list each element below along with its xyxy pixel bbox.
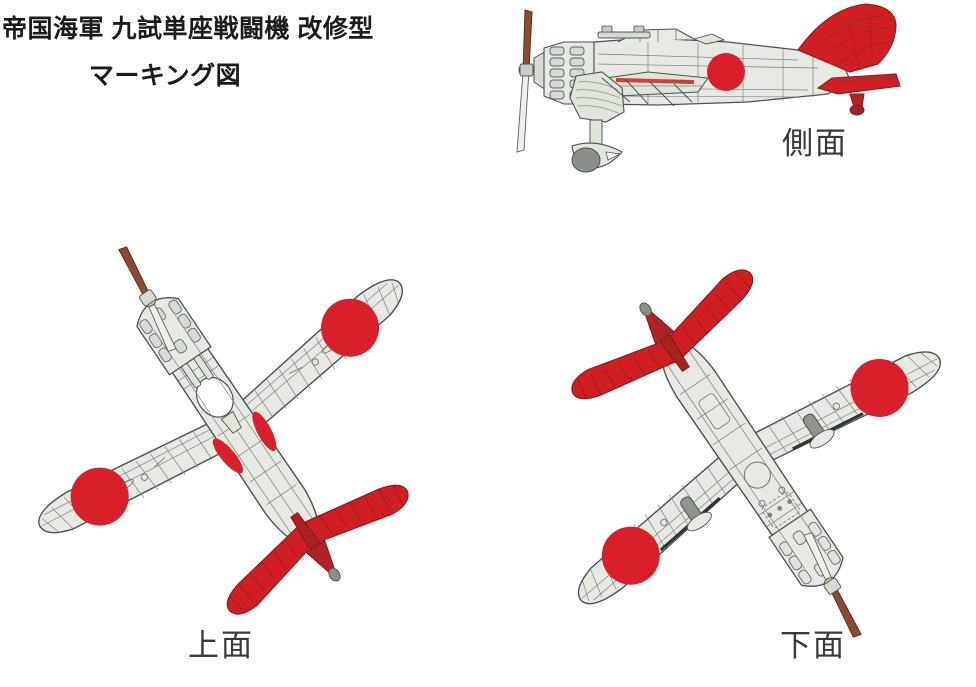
page-title: 帝国海軍 九試単座戦闘機 改修型 マーキング図 (0, 14, 440, 93)
vertical-tail-side (797, 3, 901, 116)
view-label-top: 上面 (188, 628, 254, 663)
propeller-top-icon (118, 246, 177, 353)
landing-gear-fairings-bottom (680, 413, 835, 532)
title-line-1: 帝国海軍 九試単座戦闘機 改修型 (2, 15, 374, 43)
wing-side (605, 71, 709, 97)
tail-assembly-top (226, 484, 409, 615)
hinomaru-fuselage-left-top (212, 438, 244, 474)
view-label-bottom: 下面 (780, 628, 846, 663)
strut-bracing-side (601, 77, 693, 107)
gun-fairings-side (597, 25, 651, 39)
aircraft-top-view (10, 212, 480, 672)
fuselage-top (136, 297, 327, 554)
hinomaru-right-wing-bottom (601, 526, 660, 585)
hinomaru-left-wing-bottom (850, 358, 909, 417)
title-line-2: マーキング図 (88, 62, 242, 91)
propeller-side-icon (516, 9, 534, 153)
aircraft-bottom-view (495, 212, 975, 672)
hinomaru-left-wing-top (70, 467, 129, 526)
hinomaru-fuselage-right-top (252, 411, 277, 452)
wing-pair-bottom (577, 351, 942, 605)
view-label-side: 側面 (782, 126, 848, 161)
landing-gear-side (569, 71, 625, 173)
hinomaru-right-wing-top (321, 298, 380, 357)
hinomaru-fuselage-side (707, 53, 745, 91)
propeller-bottom-icon (803, 531, 862, 638)
aircraft-side-view (498, 2, 902, 182)
tail-assembly-bottom (571, 269, 754, 400)
